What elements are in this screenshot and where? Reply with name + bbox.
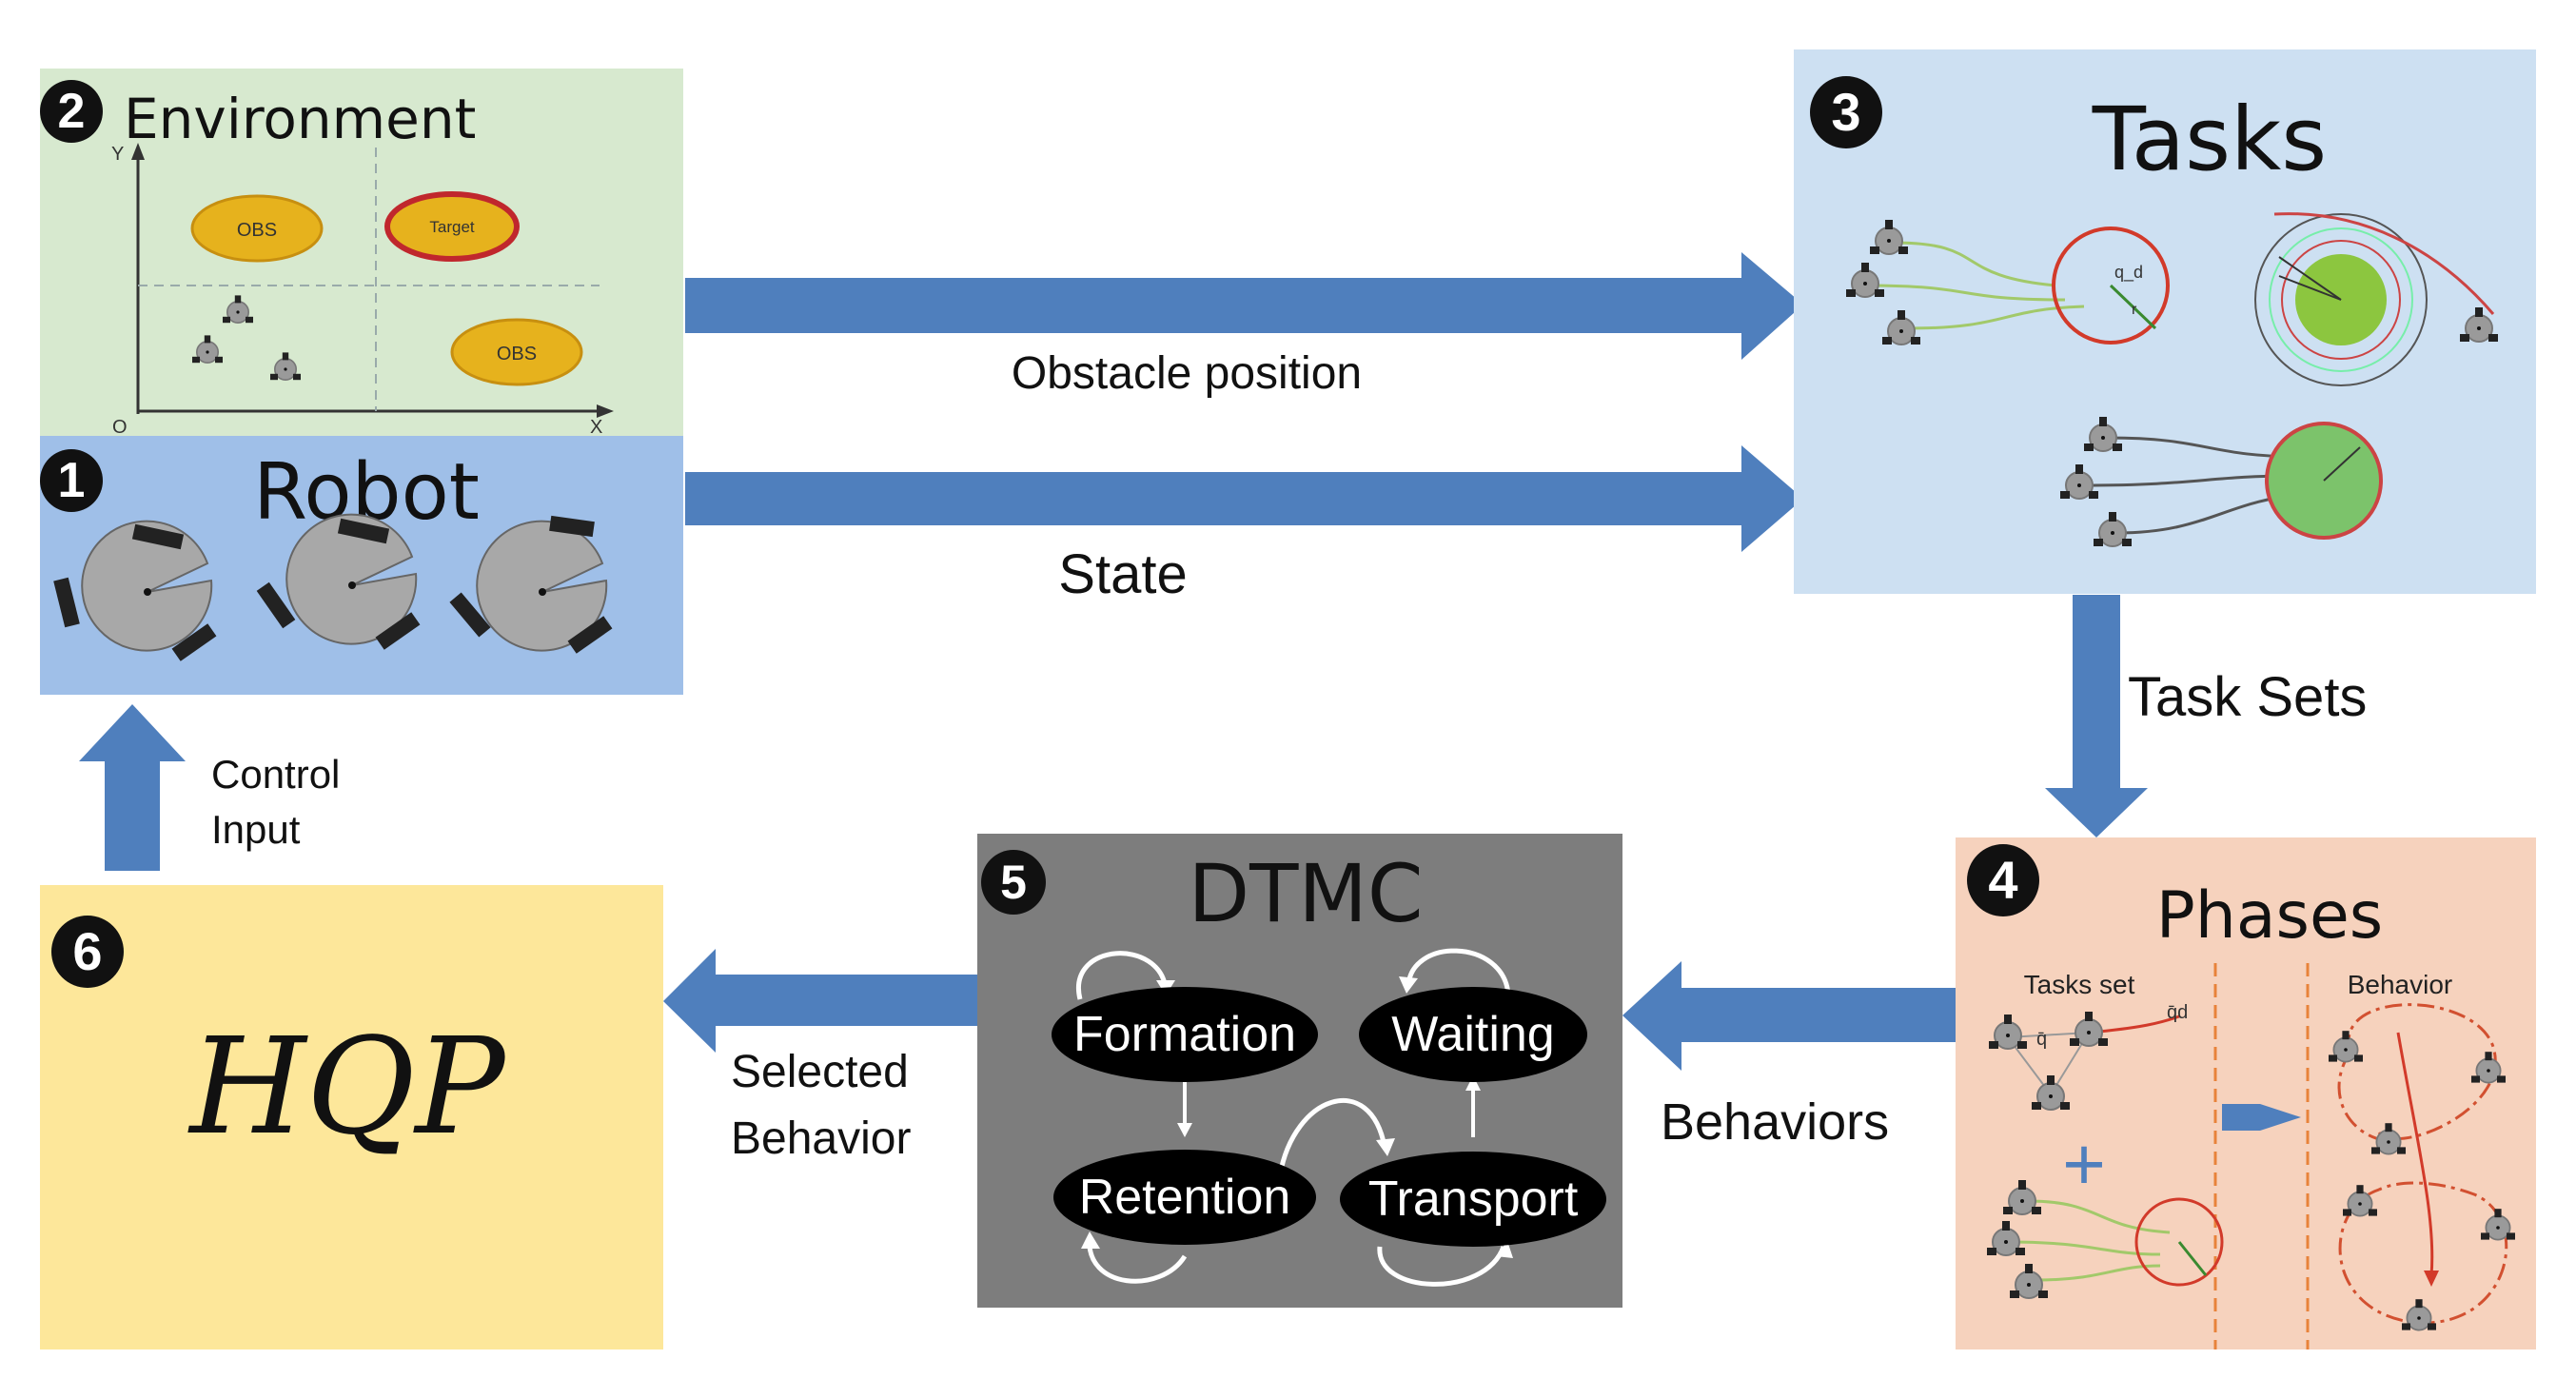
robot-unit-1	[53, 520, 217, 661]
target	[384, 191, 520, 262]
state-retention	[1053, 1150, 1316, 1245]
obstacle-1-label: OBS	[237, 220, 277, 241]
phases-behavior	[2328, 1003, 2516, 1331]
task-transport	[2059, 416, 2383, 547]
badge-2: 2	[58, 84, 86, 139]
label-state: State	[1058, 543, 1187, 605]
robot-unit-3	[449, 515, 613, 654]
task-concentric-target	[2254, 212, 2499, 386]
state-formation	[1052, 987, 1318, 1082]
obstacle-2-label: OBS	[497, 344, 537, 364]
arrow-state	[685, 445, 1803, 552]
badge-4-circle	[1967, 844, 2039, 916]
phases-formation-task: q̄ q̄d	[1988, 1002, 2188, 1111]
label-control-input-1: Control	[211, 752, 340, 797]
phases-transition-arrow	[2222, 1104, 2301, 1131]
label-obstacle-position: Obstacle position	[1012, 348, 1362, 399]
label-selected-behavior-2: Behavior	[731, 1113, 911, 1164]
axis-x-label: X	[590, 417, 602, 438]
badge-2-circle	[40, 80, 103, 143]
transition-retention-transport	[1277, 1098, 1387, 1176]
obstacle-2	[450, 318, 583, 386]
label-selected-behavior-1: Selected	[731, 1047, 909, 1097]
tasks-set-label: Tasks set	[2024, 970, 2135, 999]
state-transport	[1340, 1152, 1606, 1247]
robot-unit-2	[256, 513, 421, 650]
target-label: Target	[429, 218, 475, 236]
loop-transport	[1377, 1246, 1506, 1287]
panel-tasks: 3 Tasks q_d r	[1794, 49, 2536, 594]
arrow-obstacle-position	[685, 252, 1803, 360]
loop-formation	[1075, 951, 1169, 1000]
arrow-task-sets	[2045, 595, 2148, 837]
badge-3: 3	[1831, 82, 1860, 142]
badge-6-circle	[51, 916, 124, 988]
behavior-label: Behavior	[2348, 970, 2453, 999]
phases-goal-task	[1986, 1179, 2224, 1299]
dtmc-title: DTMC	[1188, 847, 1423, 940]
panel-hqp: 6 HQP	[40, 885, 663, 1349]
state-formation-label: Formation	[1073, 1007, 1296, 1062]
badge-1-circle	[40, 449, 103, 512]
task-goal-reaching: q_d r	[1845, 219, 2170, 345]
badge-5: 5	[1000, 856, 1027, 909]
tasks-title: Tasks	[2092, 89, 2328, 190]
arrow-control-input	[79, 704, 186, 871]
hqp-title: HQP	[187, 1010, 507, 1165]
label-control-input-2: Input	[211, 807, 301, 852]
task-goal-label: q_d	[2114, 263, 2143, 283]
arrow-behaviors	[1622, 961, 1957, 1071]
environment-title: Environment	[124, 87, 476, 151]
axis-origin-label: O	[112, 417, 128, 438]
badge-1: 1	[58, 453, 86, 508]
badge-4: 4	[1988, 850, 2017, 910]
state-retention-label: Retention	[1079, 1170, 1291, 1225]
badge-3-circle	[1810, 76, 1882, 148]
arrow-selected-behavior	[663, 949, 977, 1053]
obstacle-1	[190, 194, 324, 263]
loop-waiting	[1406, 948, 1511, 995]
panel-robot: 1 Robot	[40, 436, 683, 695]
phases-title: Phases	[2156, 878, 2383, 954]
label-task-sets: Task Sets	[2128, 666, 2367, 728]
panel-environment: 2 Environment Y X O OBS OBS Target	[40, 69, 683, 438]
badge-6: 6	[72, 921, 102, 981]
state-waiting-label: Waiting	[1391, 1007, 1554, 1062]
axis-y-label: Y	[111, 144, 124, 165]
phases-q-bar-d-label: q̄d	[2167, 1002, 2188, 1023]
state-waiting	[1359, 987, 1587, 1082]
label-behaviors: Behaviors	[1661, 1093, 1889, 1151]
loop-retention	[1087, 1236, 1188, 1284]
phases-plus-sign: +	[2062, 1122, 2106, 1206]
task-radius-label: r	[2132, 302, 2137, 318]
state-transport-label: Transport	[1368, 1172, 1579, 1227]
panel-dtmc: 5 DTMC Formation Waiting Retention Trans…	[977, 834, 1622, 1308]
panel-phases: 4 Phases Tasks set Behavior q̄ q̄d +	[1956, 837, 2536, 1349]
phases-q-bar-label: q̄	[2036, 1029, 2047, 1050]
badge-5-circle	[981, 850, 1046, 915]
